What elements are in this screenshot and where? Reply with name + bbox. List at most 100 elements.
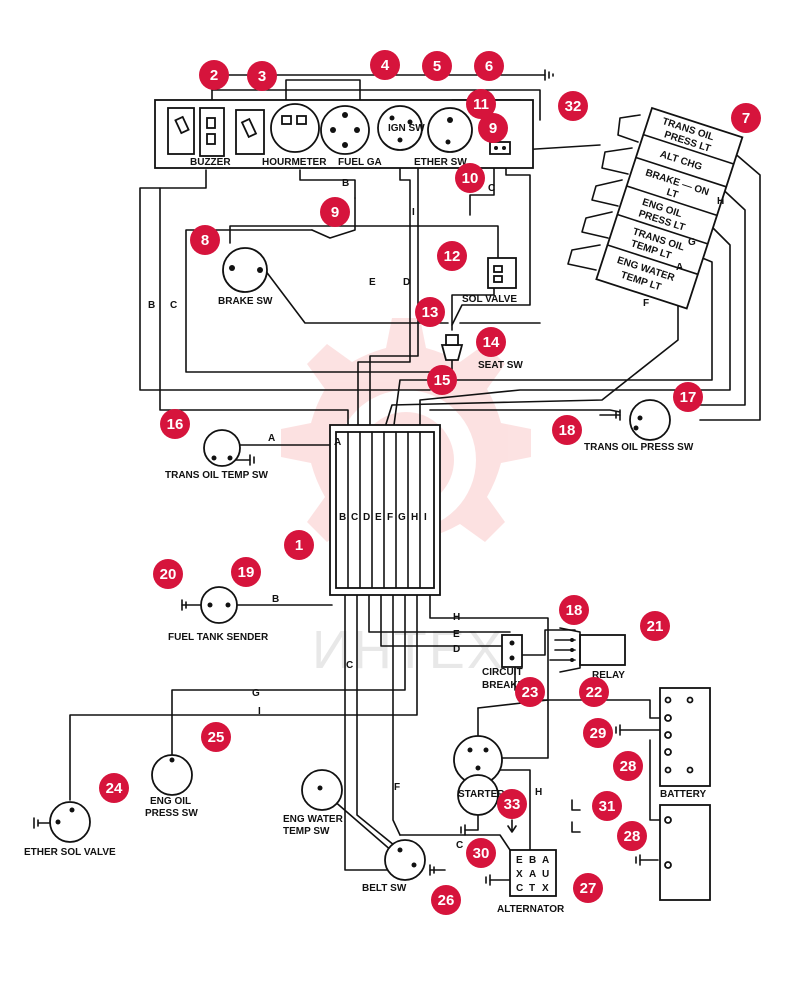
pin-g: G bbox=[398, 512, 406, 523]
wire-b-left: B bbox=[148, 300, 155, 311]
label-ign-sw: IGN SW bbox=[388, 123, 425, 134]
svg-text:28: 28 bbox=[620, 758, 637, 775]
wire-i-top: I bbox=[412, 207, 415, 218]
svg-text:10: 10 bbox=[462, 170, 479, 187]
alt-term-t: T bbox=[529, 883, 535, 894]
wire-a-temp: A bbox=[268, 433, 275, 444]
trans-oil-temp-switch bbox=[203, 429, 255, 467]
svg-text:32: 32 bbox=[565, 98, 582, 115]
svg-text:27: 27 bbox=[580, 880, 597, 897]
callout-10: 10 bbox=[455, 163, 485, 193]
wire-d-lower: D bbox=[453, 644, 460, 655]
callout-4: 4 bbox=[370, 50, 400, 80]
svg-text:21: 21 bbox=[647, 618, 664, 635]
hourmeter bbox=[235, 103, 320, 155]
watermark-text: ИНТЕХ bbox=[312, 620, 505, 680]
main-connector bbox=[329, 424, 441, 596]
callout-22: 22 bbox=[579, 677, 609, 707]
pin-c: C bbox=[351, 512, 358, 523]
wire-c-top: C bbox=[488, 183, 495, 194]
wire-b-fuel: B bbox=[272, 594, 279, 605]
callout-15: 15 bbox=[427, 365, 457, 395]
label-battery: BATTERY bbox=[660, 789, 706, 800]
svg-text:7: 7 bbox=[742, 110, 750, 127]
callout-14: 14 bbox=[476, 327, 506, 357]
lamp-brake-on-2: LT bbox=[665, 187, 679, 201]
label-buzzer: BUZZER bbox=[190, 157, 231, 168]
label-hourmeter: HOURMETER bbox=[262, 157, 327, 168]
svg-text:31: 31 bbox=[599, 798, 616, 815]
label-eng-water-2: TEMP SW bbox=[283, 826, 330, 837]
ignition-switch bbox=[377, 105, 423, 151]
pin-b: B bbox=[339, 512, 346, 523]
svg-text:18: 18 bbox=[566, 602, 583, 619]
brake-switch bbox=[222, 247, 268, 293]
callout-20: 20 bbox=[153, 559, 183, 589]
battery bbox=[615, 687, 711, 901]
wire-labels: B I C H G A F B C E D A B H E D G I C F … bbox=[148, 178, 724, 851]
svg-text:14: 14 bbox=[483, 334, 500, 351]
callout-24: 24 bbox=[99, 773, 129, 803]
svg-text:6: 6 bbox=[485, 58, 493, 75]
callout-30: 30 bbox=[466, 838, 496, 868]
alternator-terminals: E B A X A U C T X bbox=[516, 855, 549, 894]
svg-text:33: 33 bbox=[504, 796, 521, 813]
svg-text:2: 2 bbox=[210, 67, 218, 84]
wire-f-right: F bbox=[643, 298, 649, 309]
alt-term-a1: A bbox=[542, 855, 549, 866]
eng-water-temp-switch bbox=[301, 769, 343, 811]
svg-text:8: 8 bbox=[201, 232, 209, 249]
label-circuit: CIRCUIT bbox=[482, 667, 523, 678]
pin-h: H bbox=[411, 512, 418, 523]
callout-8: 8 bbox=[190, 225, 220, 255]
callout-12: 12 bbox=[437, 241, 467, 271]
callout-2: 2 bbox=[199, 60, 229, 90]
svg-text:30: 30 bbox=[473, 845, 490, 862]
svg-text:9: 9 bbox=[331, 204, 339, 221]
svg-text:12: 12 bbox=[444, 248, 461, 265]
label-eng-oil-2: PRESS SW bbox=[145, 808, 198, 819]
svg-text:19: 19 bbox=[238, 564, 255, 581]
alt-term-u: U bbox=[542, 869, 549, 880]
svg-text:22: 22 bbox=[586, 684, 603, 701]
callout-3: 3 bbox=[247, 61, 277, 91]
seat-switch bbox=[440, 334, 464, 361]
svg-text:20: 20 bbox=[160, 566, 177, 583]
label-fuel-tank-sender: FUEL TANK SENDER bbox=[168, 632, 269, 643]
alternator bbox=[485, 849, 557, 897]
indicator-panel: TRANS OIL PRESS LT ALT CHG BRAKE — ON LT… bbox=[595, 106, 744, 310]
alt-term-e: E bbox=[516, 855, 523, 866]
callout-23: 23 bbox=[515, 677, 545, 707]
connector-pin-letters: A B C D E F G H I bbox=[334, 437, 427, 523]
svg-text:18: 18 bbox=[559, 422, 576, 439]
alt-term-b: B bbox=[529, 855, 536, 866]
pin-d: D bbox=[363, 512, 370, 523]
svg-text:15: 15 bbox=[434, 372, 451, 389]
ground-top bbox=[544, 69, 554, 81]
callout-31: 31 bbox=[592, 791, 622, 821]
label-trans-oil-temp-sw: TRANS OIL TEMP SW bbox=[165, 470, 269, 481]
wire-i-lower: I bbox=[258, 706, 261, 717]
svg-text:11: 11 bbox=[473, 96, 489, 113]
svg-text:3: 3 bbox=[258, 68, 266, 85]
callout-6: 6 bbox=[474, 51, 504, 81]
pin-e: E bbox=[375, 512, 382, 523]
svg-text:28: 28 bbox=[624, 828, 641, 845]
svg-text:25: 25 bbox=[208, 729, 225, 746]
wire-h-lower: H bbox=[453, 612, 460, 623]
starter bbox=[453, 735, 503, 836]
callout-13: 13 bbox=[415, 297, 445, 327]
indicator-sockets bbox=[567, 114, 641, 271]
callout-5: 5 bbox=[422, 51, 452, 81]
label-brake-sw: BRAKE SW bbox=[218, 296, 273, 307]
wire-c-lower: C bbox=[346, 660, 353, 671]
callout-19: 19 bbox=[231, 557, 261, 587]
svg-text:13: 13 bbox=[422, 304, 439, 321]
wire-b-top: B bbox=[342, 178, 349, 189]
callout-7: 7 bbox=[731, 103, 761, 133]
wire-a-right: A bbox=[676, 262, 683, 273]
svg-text:4: 4 bbox=[381, 57, 390, 74]
callout-17: 17 bbox=[673, 382, 703, 412]
wire-e-mid: E bbox=[369, 277, 376, 288]
